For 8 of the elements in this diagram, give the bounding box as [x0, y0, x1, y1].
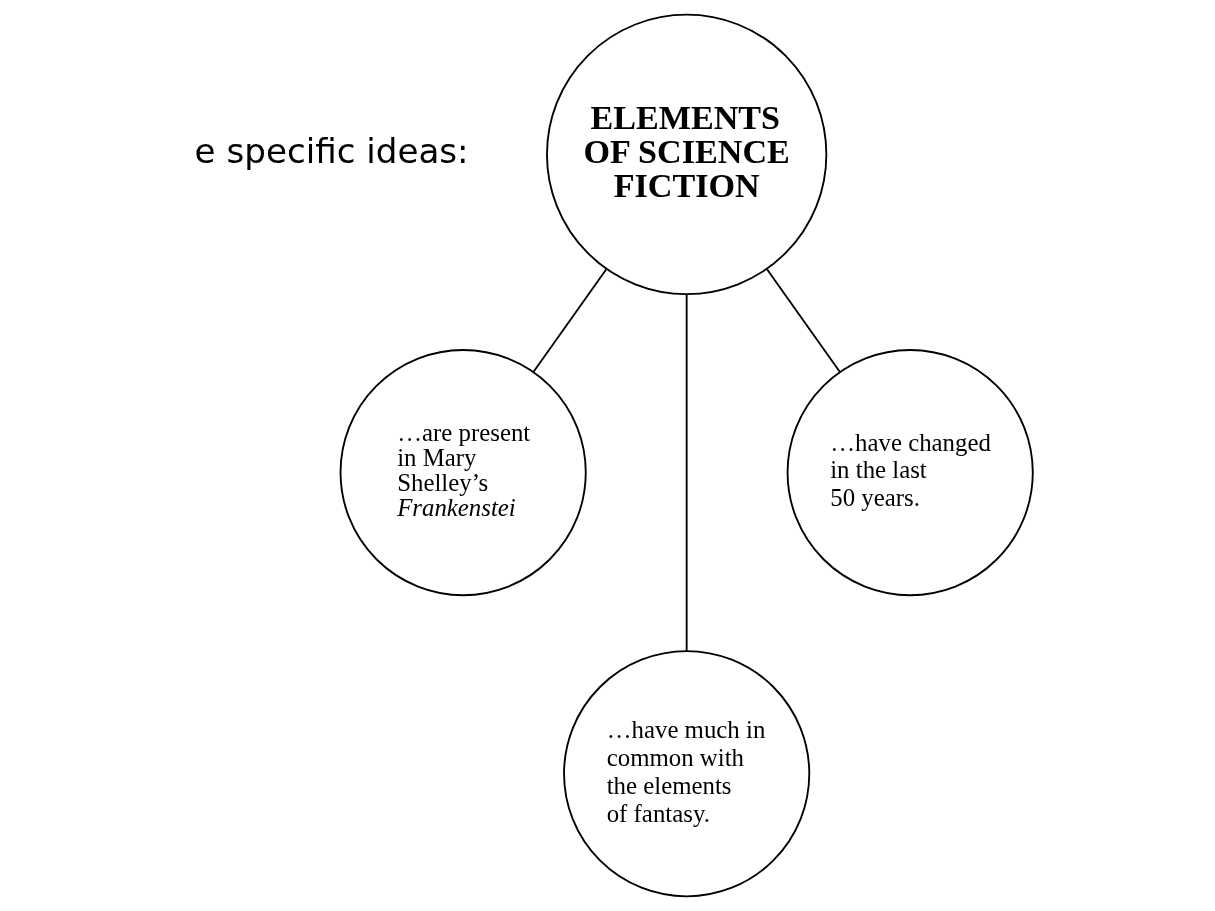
connector [766, 268, 841, 373]
connector [685, 293, 688, 652]
label: e specific ideas: [194, 131, 469, 172]
connector [532, 268, 608, 373]
node-circle: …have much in common with the elements of fantasy. [563, 650, 811, 898]
node-circle: …have changed in the last 50 years. [786, 349, 1034, 597]
node-circle: ELEMENTS OF SCIENCE FICTION [546, 13, 828, 295]
node-circle: …are present in Mary Shelley’s Frankenstei [339, 349, 587, 597]
